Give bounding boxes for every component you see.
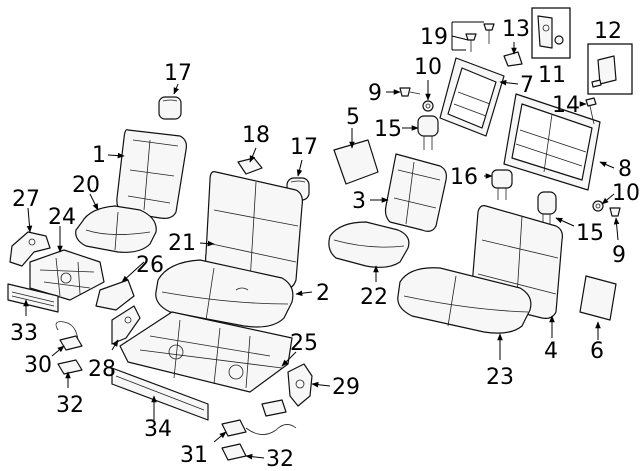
bracket-28 [111, 305, 141, 345]
clip-13 [503, 51, 523, 67]
headrest-left [158, 96, 182, 120]
clip-32-left [57, 359, 83, 375]
callout-8: 8 [618, 157, 632, 182]
callout-26: 26 [136, 253, 164, 278]
seat-back-frame-8 [503, 93, 601, 191]
callout-33: 33 [10, 321, 38, 346]
callout-18: 18 [242, 123, 270, 148]
callout-21: 21 [168, 231, 196, 256]
bracket-26 [95, 279, 135, 311]
callout-2: 2 [316, 281, 330, 306]
callout-17-left: 17 [164, 61, 192, 86]
clip-32-bottom [221, 443, 247, 461]
callout-25: 25 [290, 331, 318, 356]
callout-3: 3 [352, 189, 366, 214]
seat-cushion-left [75, 205, 157, 253]
storage-bar-34 [111, 367, 209, 421]
callout-20: 20 [72, 173, 100, 198]
latch-12 [591, 55, 617, 88]
seat-back-3 [384, 153, 447, 232]
callout-15-right: 15 [576, 221, 604, 246]
screw-14 [585, 97, 597, 125]
seat-cushion-22 [328, 221, 410, 268]
callout-13: 13 [502, 17, 530, 42]
callout-19: 19 [420, 25, 448, 50]
callout-4: 4 [544, 339, 558, 364]
callout-6: 6 [590, 339, 604, 364]
callout-11: 11 [538, 63, 566, 88]
callout-7: 7 [520, 73, 534, 98]
callout-1: 1 [92, 143, 106, 168]
callout-10-right: 10 [612, 181, 640, 206]
callout-5: 5 [346, 105, 360, 130]
back-panel-6 [579, 275, 617, 321]
callout-12: 12 [594, 19, 622, 44]
latch-31 [221, 419, 297, 437]
back-panel-5 [333, 139, 379, 185]
headrest-16 [491, 169, 513, 200]
seat-frame-left [29, 249, 105, 301]
bench-seat-cushion [155, 259, 294, 328]
seat-back-left [116, 129, 187, 219]
cable-30 [55, 321, 83, 351]
callout-9-right: 9 [612, 243, 626, 268]
callout-16: 16 [450, 165, 478, 190]
box-11 [531, 7, 571, 59]
callout-32-bottom: 32 [266, 447, 294, 471]
callout-23: 23 [486, 365, 514, 390]
callout-31: 31 [180, 443, 208, 468]
headrest-15-right [537, 191, 557, 226]
box-12 [587, 43, 633, 95]
bench-seat-cushion-right [397, 267, 532, 334]
seat-back-frame-7 [439, 57, 505, 137]
callout-29: 29 [332, 375, 360, 400]
bolt-19 [465, 23, 495, 52]
washer-10-right [592, 200, 604, 212]
callout-28: 28 [88, 357, 116, 382]
callout-32-left: 32 [56, 393, 84, 418]
callout-labels: 17 1 20 27 24 26 33 30 28 32 18 17 21 2 … [10, 17, 640, 471]
callout-10-top: 10 [414, 55, 442, 80]
washer-10-top [422, 100, 434, 112]
callout-17-middle: 17 [290, 135, 318, 160]
callout-34: 34 [144, 417, 172, 442]
bolt-9-top [399, 87, 421, 97]
callout-27: 27 [12, 187, 40, 212]
callout-9-top: 9 [368, 81, 382, 106]
callout-15-top: 15 [374, 117, 402, 142]
callout-24: 24 [48, 205, 76, 230]
bolt-9-right [609, 207, 621, 217]
storage-bin-33 [7, 283, 59, 313]
callout-14: 14 [552, 93, 580, 118]
callout-22: 22 [360, 285, 388, 310]
headrest-15-top [417, 115, 439, 150]
side-bracket-29 [261, 363, 313, 417]
callout-30: 30 [24, 353, 52, 378]
leader-lines [23, 21, 620, 460]
latch-11 [537, 15, 564, 49]
armrest-pad-18 [237, 157, 263, 175]
